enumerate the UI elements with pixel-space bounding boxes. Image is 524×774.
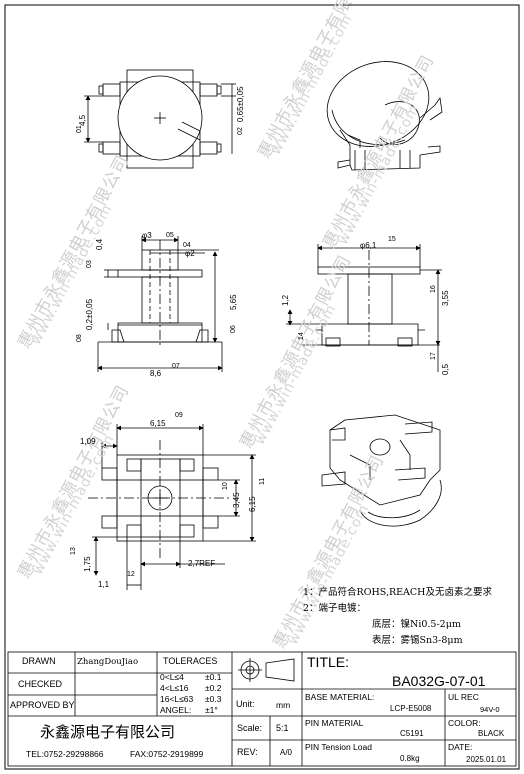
- bottom-view: [88, 424, 256, 590]
- dim-bottom-h175: 1,75: [83, 556, 92, 572]
- dim-side-height: 5,65: [229, 294, 238, 310]
- tol-range-1: 0<L≤4: [160, 672, 184, 682]
- tension-value: 0.8kg: [400, 754, 420, 763]
- title-value: BA032G-07-01: [392, 673, 486, 689]
- unit-value: mm: [276, 700, 291, 710]
- tol-val-2: ±0.2: [205, 683, 222, 693]
- dim-side-width: 8,6: [150, 369, 162, 378]
- dim-front-h12: 1,2: [281, 294, 290, 306]
- dim-bottom-w11: 1,1: [98, 580, 110, 589]
- approved-label: APPROVED BY: [10, 700, 75, 710]
- callout-13: 13: [70, 547, 77, 555]
- callout-12: 12: [127, 571, 135, 578]
- callout-07: 07: [172, 363, 180, 370]
- color-value: BLACK: [478, 729, 505, 738]
- rev-label: REV:: [237, 747, 258, 757]
- title-label: TITLE:: [307, 654, 350, 670]
- base-material-label: BASE MATERIAL:: [305, 692, 375, 702]
- dim-bottom-w109: 1,09: [80, 437, 96, 446]
- tol-val-4: ±1°: [205, 705, 218, 715]
- scale-label: Scale:: [237, 723, 263, 733]
- dim-front-b05: 0,5: [441, 363, 450, 375]
- rev-value: A/0: [280, 748, 293, 757]
- callout-15: 15: [388, 236, 396, 243]
- color-label: COLOR:: [448, 718, 481, 728]
- callout-06: 06: [230, 325, 237, 333]
- company-tel: TEL:0752-29298866: [26, 749, 104, 759]
- tol-range-3: 16<L≤63: [160, 694, 194, 704]
- iso-view-bottom: [321, 414, 442, 527]
- date-label: DATE:: [448, 742, 473, 752]
- tolerances-label: TOLERACES: [163, 656, 218, 666]
- ul-rec-value: 94V-0: [480, 705, 500, 714]
- note-line-2: 2：端子电镀：: [303, 603, 367, 614]
- tol-range-4: ANGEL:: [160, 705, 192, 715]
- tol-val-1: ±0.1: [205, 672, 222, 682]
- callout-02: 02: [237, 127, 244, 135]
- callout-10: 10: [222, 482, 229, 490]
- tol-val-3: ±0.3: [205, 694, 222, 704]
- pin-material-value: C5191: [400, 729, 424, 738]
- callout-01: 01: [76, 125, 83, 133]
- drawn-value: ZhangDouJiao: [77, 657, 139, 667]
- company-name: 永鑫源电子有限公司: [40, 724, 176, 741]
- title-block-grid: [7, 651, 517, 767]
- note-line-3: 底层：镍Ni0.5-2μm: [372, 619, 461, 630]
- company-fax: FAX:0752-2919899: [130, 749, 204, 759]
- checked-label: CHECKED: [18, 679, 63, 689]
- callout-08: 08: [76, 334, 83, 342]
- base-material-value: LCP-E5008: [390, 704, 432, 713]
- date-value: 2025.01.01: [466, 755, 507, 764]
- callout-16: 16: [430, 285, 437, 293]
- drawn-label: DRAWN: [22, 656, 56, 666]
- callout-05: 05: [166, 232, 174, 239]
- tension-label: PIN Tension Load: [305, 742, 372, 752]
- unit-label: Unit:: [236, 699, 255, 709]
- callout-17: 17: [430, 352, 437, 360]
- dim-front-dia: φ6,1: [360, 241, 377, 250]
- front-view: [286, 244, 442, 372]
- dim-thick: 0,4: [95, 238, 104, 250]
- scale-value: 5:1: [276, 723, 289, 733]
- callout-11: 11: [259, 477, 266, 485]
- dim-top-offset: 0,65±0,05: [236, 86, 245, 122]
- tol-range-2: 4<L≤16: [160, 683, 189, 693]
- iso-view-top: [326, 61, 443, 171]
- dim-top-dia: φ3: [142, 231, 152, 240]
- note-line-4: 表层：雾锡Sn3-8μm: [372, 635, 463, 646]
- note-line-1: 1：产品符合ROHS,REACH及无卤素之要求: [303, 587, 492, 598]
- dim-bottom-w615: 6,15: [150, 419, 166, 428]
- dim-bottom-h345: 3,45: [232, 492, 241, 508]
- dim-bottom-h615: 6,15: [248, 496, 257, 512]
- ul-rec-label: UL REC: [448, 692, 479, 702]
- dim-bottom-ref: 2,7REF: [188, 559, 216, 568]
- top-view: [84, 69, 236, 169]
- side-view: [97, 236, 223, 372]
- dim-inner-dia: φ2: [185, 249, 195, 258]
- callout-04: 04: [183, 242, 191, 249]
- callout-09: 09: [175, 412, 183, 419]
- dim-front-h355: 3,55: [441, 290, 450, 306]
- callout-14: 14: [298, 332, 305, 340]
- dim-flange: 0,2±0,05: [85, 298, 94, 330]
- pin-material-label: PIN MATERIAL: [305, 718, 364, 728]
- callout-03: 03: [86, 260, 93, 268]
